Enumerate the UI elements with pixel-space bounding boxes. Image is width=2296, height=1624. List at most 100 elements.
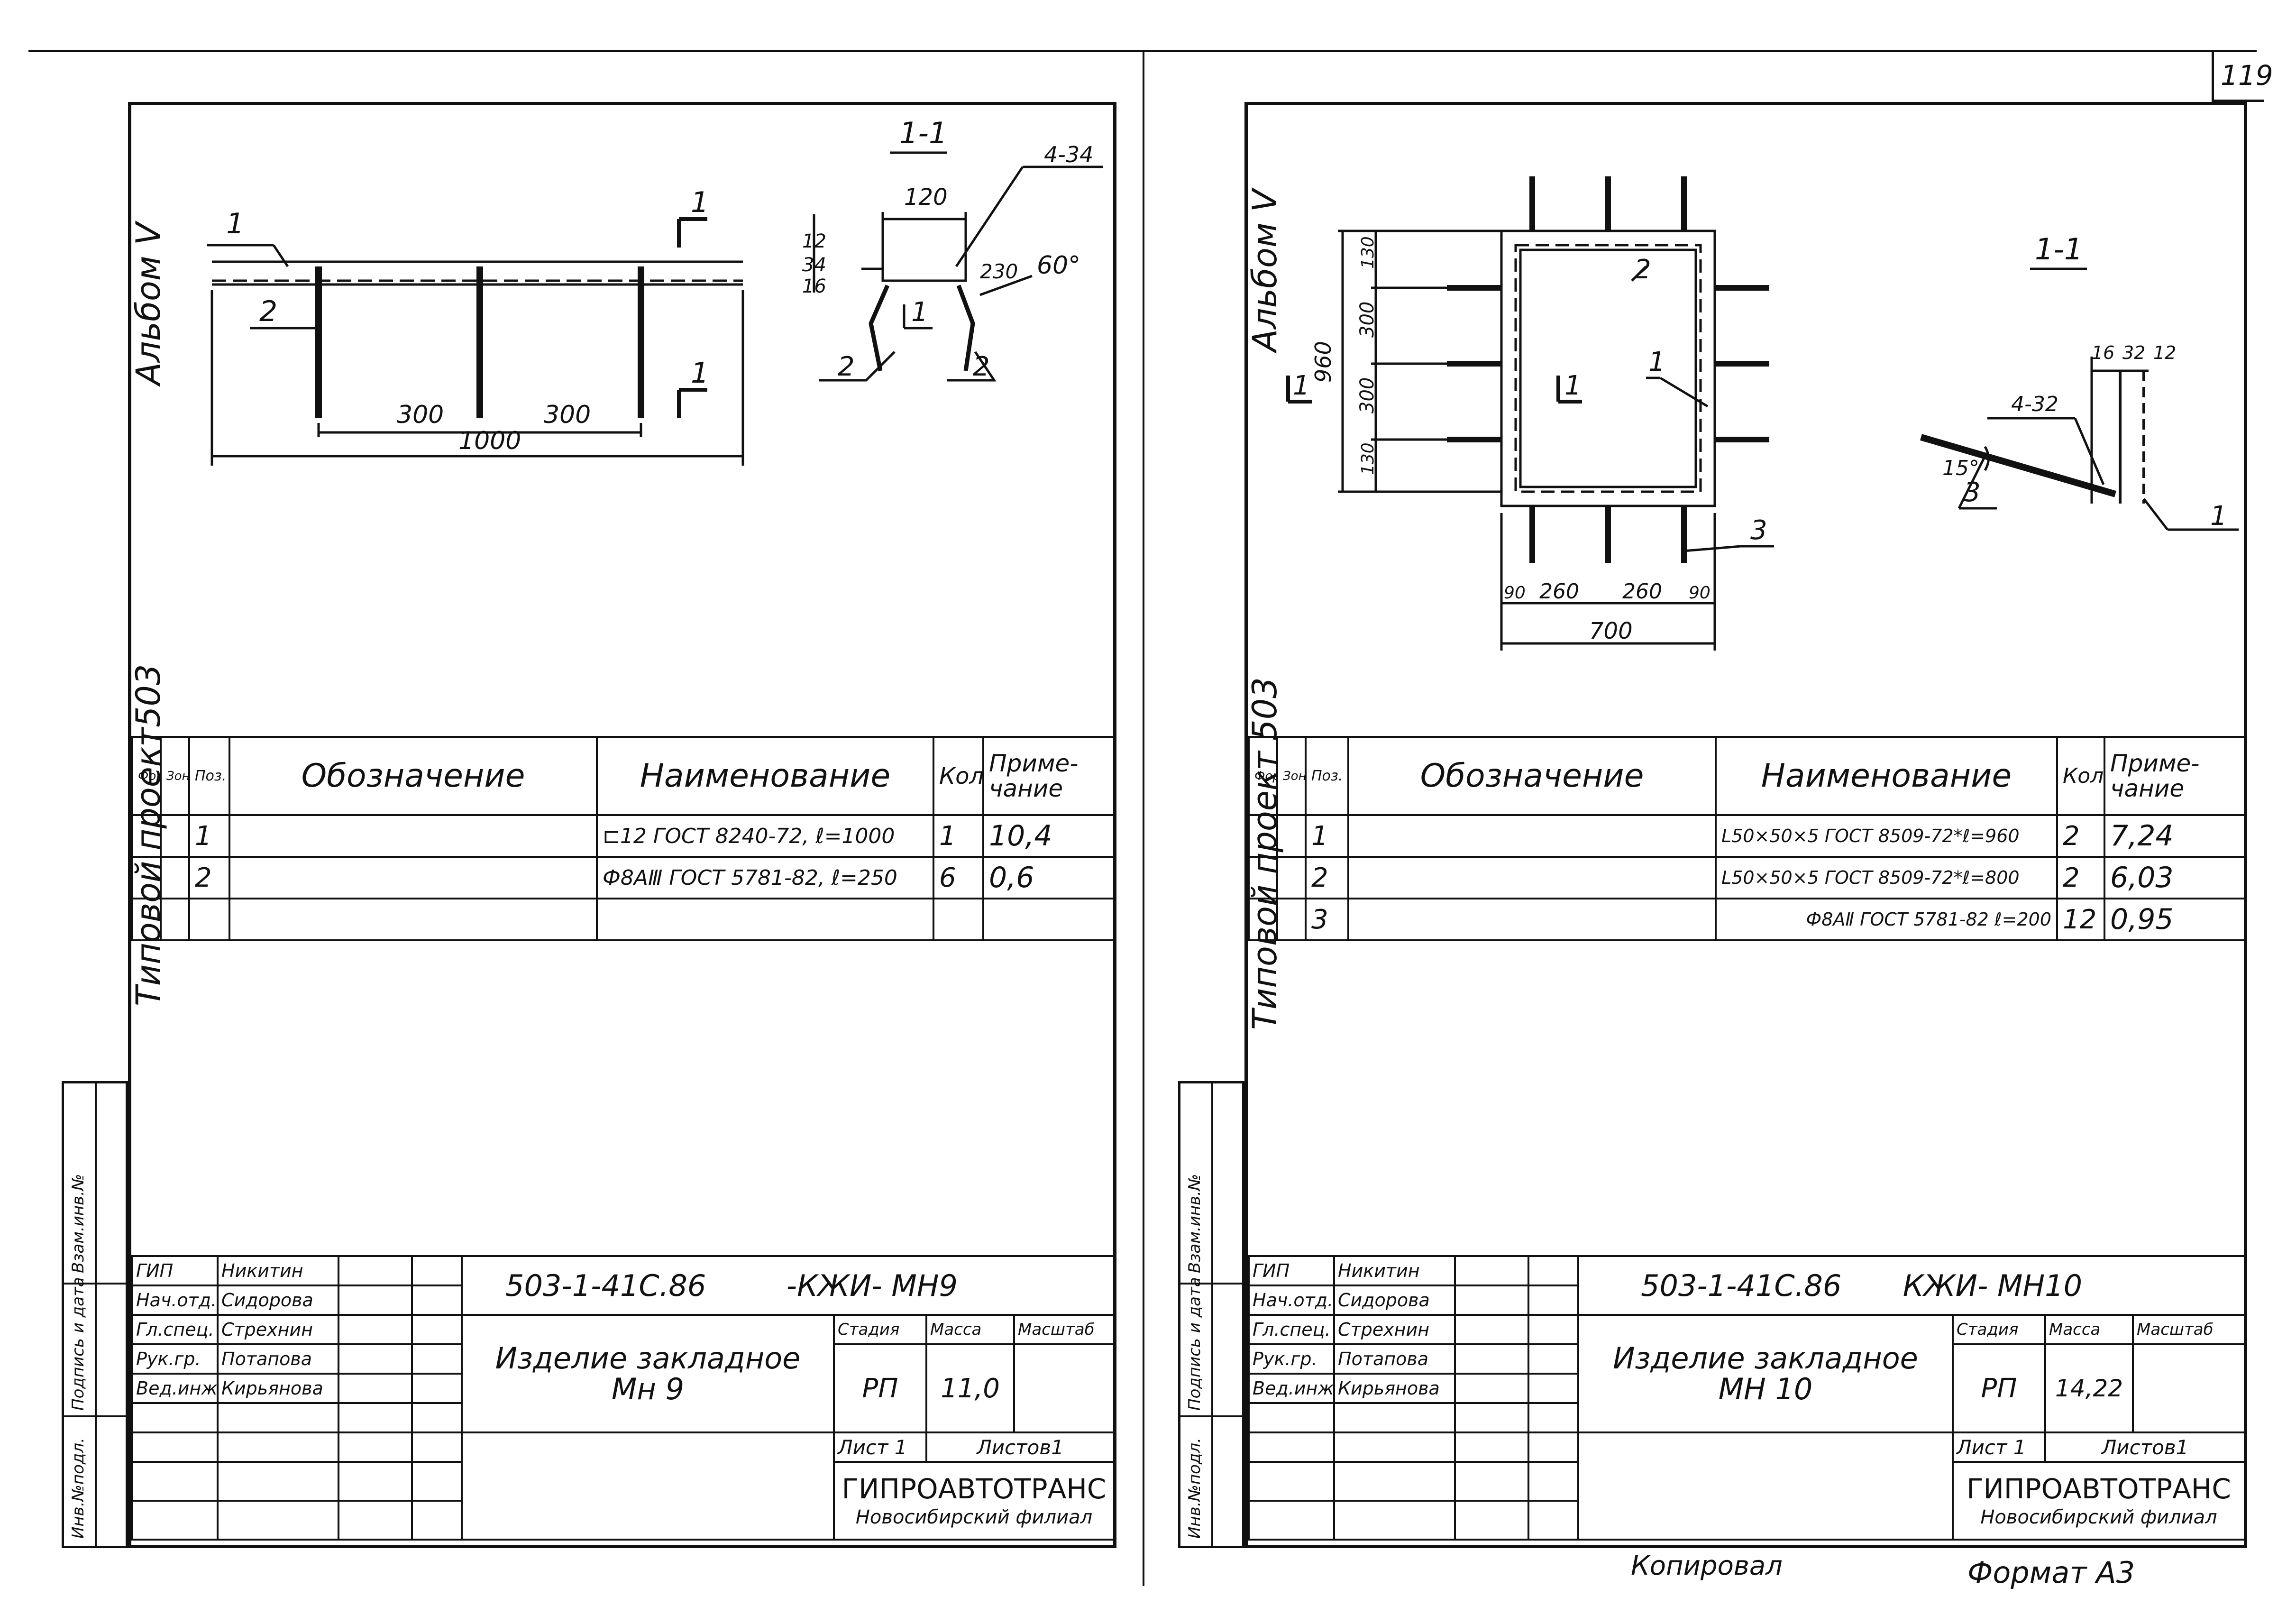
left-spec-h-pos: Поз. [188,736,230,816]
right-tb-sheets: Листов1 [2044,1431,2246,1463]
left-tb-scale-label: Масштаб [1013,1314,1116,1345]
right-tb-code: 503-1-41С.86 [1641,1268,1842,1303]
left-tb-item-mark: Мн 9 [611,1372,685,1406]
left-spec-row [131,898,1115,941]
right-spec-h-zone: Зона [1276,736,1307,816]
left-angle: 60° [1037,251,1080,280]
right-pos2-label: 2 [1634,254,1651,285]
right-tb-stage-label: Стадия [1952,1314,2046,1345]
left-dim-230: 230 [980,260,1018,283]
left-spec-h-name: Наименование [596,736,934,816]
left-tb-org: ГИПРОАВТОТРАНС [842,1473,1107,1505]
left-sec-pos2b: 2 [973,351,990,382]
left-dim-12: 12 [802,230,826,252]
right-tb-role: Нач.отд. [1248,1285,1335,1316]
right-dim-32: 32 [2122,342,2145,363]
left-sheet: 300 300 1000 1 2 1 1 [128,102,1116,1548]
left-tb-org-cell: ГИПРОАВТОТРАНС Новосибирский филиал [832,1461,1116,1541]
right-dim-90a: 90 [1504,583,1526,603]
right-drawing: 1 1 960 130 300 300 130 90 260 260 90 70… [1286,176,2239,651]
left-spec-name: Ф8АⅢ ГОСТ 5781-82, ℓ=250 [596,856,934,899]
left-cut-mark-bottom: 1 [691,357,709,390]
right-tb-item-cell: Изделие закладное МН 10 [1577,1314,1954,1433]
right-spec-qty: 2 [2056,814,2105,858]
right-dim-260b: 260 [1622,579,1662,604]
left-spec-h-note: Приме-чание [982,736,1115,816]
left-spec-h-zone: Зона [160,736,190,816]
left-tb-code-cell: 503-1-41С.86 -КЖИ- МН9 [460,1255,1116,1316]
right-tb-org-cell: ГИПРОАВТОТРАНС Новосибирский филиал [1951,1461,2246,1541]
right-tb-code-cell: 503-1-41С.86 КЖИ- МН10 [1577,1255,2246,1316]
right-tb-name: Стрехнин [1333,1314,1456,1345]
right-tb-role: Вед.инж. [1248,1373,1335,1404]
right-dim-12: 12 [2153,342,2176,363]
left-spec-row: 1 ⊏12 ГОСТ 8240-72, ℓ=1000 1 10,4 [131,814,1115,858]
left-tb-item-cell: Изделие закладное Мн 9 [461,1314,835,1433]
right-weld-note: 4-32 [2011,392,2058,416]
left-spec-pos: 1 [188,814,230,858]
right-tb-branch: Новосибирский филиал [1980,1506,2217,1528]
left-dim-34: 34 [802,254,826,276]
left-spec-h-qty: Кол [933,736,984,816]
left-tb-sheet: Лист 1 [833,1431,927,1463]
left-sec-pos2a: 2 [838,351,855,382]
left-stamp-label: Инв.№подл. [69,1438,88,1539]
left-tb-stage-label: Стадия [833,1314,927,1345]
right-tb-name: Кирьянова [1333,1373,1456,1404]
footer-copied-by: Копировал [1631,1551,1783,1581]
right-cut-mark-center: 1 [1564,370,1582,401]
right-spec-row: 1 L50×50×5 ГОСТ 8509-72*ℓ=960 2 7,24 [1248,814,2246,858]
right-dim-300a: 300 [1356,302,1378,338]
left-album-label: Альбом V [129,222,168,385]
left-weld-note: 4-34 [1044,142,1093,167]
left-dim-300a: 300 [397,401,444,429]
left-spec-table: Формат Зона Поз. Обозначение Наименовани… [131,736,1115,941]
right-sec-pos3: 3 [1964,477,1981,508]
right-plan-view [1286,176,2239,651]
left-tb-name: Кирьянова [217,1373,339,1404]
right-spec-h-note: Приме-чание [2104,736,2246,816]
right-tb-mass-label: Масса [2044,1314,2134,1345]
left-tb-role: Нач.отд. [131,1285,219,1316]
right-spec-h-designation: Обозначение [1347,736,1717,816]
right-stamp-label: Взам.инв.№ [1185,1174,1204,1273]
left-side-stamp: Взам.инв.№ Подпись и дата Инв.№подл. [62,1081,128,1548]
left-pos2-label: 2 [259,295,277,328]
left-plan-view [207,217,744,466]
left-tb-role: ГИП [131,1255,219,1286]
right-spec-row: 3 Ф8АⅡ ГОСТ 5781-82 ℓ=200 12 0,95 [1248,898,2246,941]
right-tb-stage: РП [1952,1343,2046,1433]
left-stamp-label: Взам.инв.№ [69,1174,88,1273]
left-spec-qty: 1 [933,814,984,858]
right-dim-16: 16 [2092,342,2114,363]
left-tb-role: Вед.инж. [131,1373,219,1404]
right-spec-qty: 12 [2056,898,2105,941]
left-stamp-label: Подпись и дата [69,1277,88,1411]
right-cut-mark-left: 1 [1293,370,1310,401]
right-spec-pos: 1 [1305,814,1349,858]
right-tb-mass: 14,22 [2044,1343,2134,1433]
right-spec-h-format: Формат [1248,736,1278,816]
right-tb-name: Никитин [1333,1255,1456,1286]
left-spec-note: 10,4 [982,814,1115,858]
right-spec-note: 7,24 [2104,814,2246,858]
left-tb-sheets: Листов1 [925,1431,1116,1463]
right-spec-name: L50×50×5 ГОСТ 8509-72*ℓ=800 [1715,856,2058,899]
right-dim-130a: 130 [1358,236,1378,269]
right-spec-header-row: Формат Зона Поз. Обозначение Наименовани… [1248,736,2246,816]
center-fold-line [1143,50,1144,1586]
right-spec-row: 2 L50×50×5 ГОСТ 8509-72*ℓ=800 2 6,03 [1248,856,2246,899]
right-tb-mark: КЖИ- МН10 [1903,1268,2083,1303]
left-tb-mass-label: Масса [925,1314,1015,1345]
right-title-block: ГИП Никитин 503-1-41С.86 КЖИ- МН10 Нач.о… [1248,1255,2246,1541]
right-tb-name: Сидорова [1333,1285,1456,1316]
left-tb-item-name: Изделие закладное [495,1340,801,1376]
right-tb-item-mark: МН 10 [1718,1372,1813,1406]
left-tb-role: Гл.спец. [131,1314,219,1345]
left-tb-role: Рук.гр. [131,1343,219,1375]
left-tb-mark: -КЖИ- МН9 [786,1268,958,1303]
right-section-label: 1-1 [2035,232,2083,266]
right-spec-h-qty: Кол. [2056,736,2105,816]
left-tb-name: Сидорова [217,1285,339,1316]
right-sec-pos1: 1 [2210,501,2227,532]
